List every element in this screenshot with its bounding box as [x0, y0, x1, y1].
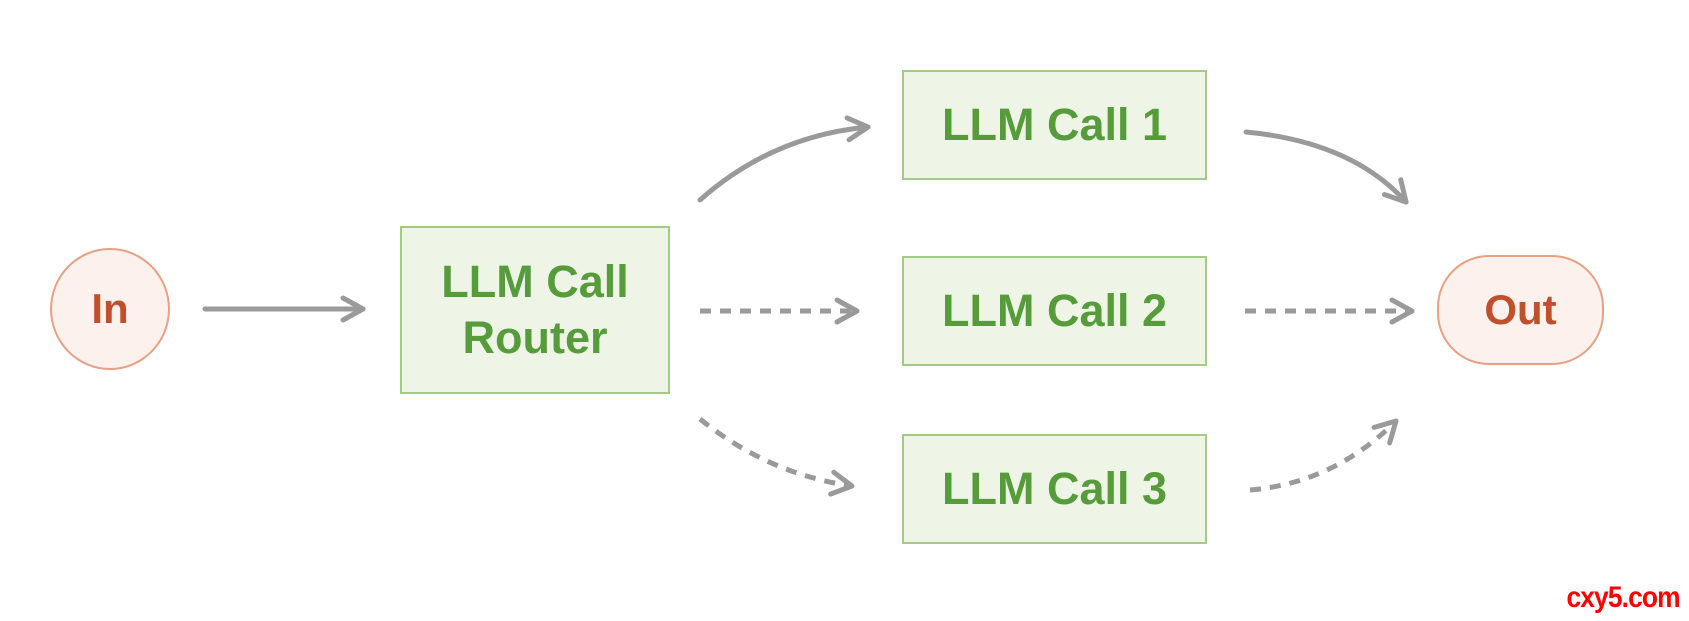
watermark: cxy5.com [1566, 581, 1681, 614]
edge-router-call3 [698, 417, 855, 497]
node-router-label-line1: LLM Call [441, 255, 629, 307]
node-llm-call-3-label: LLM Call 3 [941, 462, 1168, 514]
node-llm-call-router: LLM Call Router [400, 226, 670, 394]
node-llm-call-2: LLM Call 2 [902, 256, 1207, 366]
node-router-label: LLM Call Router [441, 254, 629, 367]
node-router-label-line2: Router [462, 312, 608, 363]
node-in: In [50, 248, 170, 370]
node-llm-call-2-label: LLM Call 2 [941, 284, 1168, 336]
edge-call3-out [1249, 418, 1399, 493]
node-in-label: In [91, 285, 129, 332]
node-out-label: Out [1484, 286, 1557, 333]
node-llm-call-1-label: LLM Call 1 [941, 98, 1168, 150]
edge-router-call1 [697, 115, 871, 203]
node-llm-call-3: LLM Call 3 [902, 434, 1207, 544]
node-llm-call-1: LLM Call 1 [902, 70, 1207, 180]
edge-call1-out [1243, 129, 1409, 205]
node-out: Out [1437, 255, 1604, 365]
